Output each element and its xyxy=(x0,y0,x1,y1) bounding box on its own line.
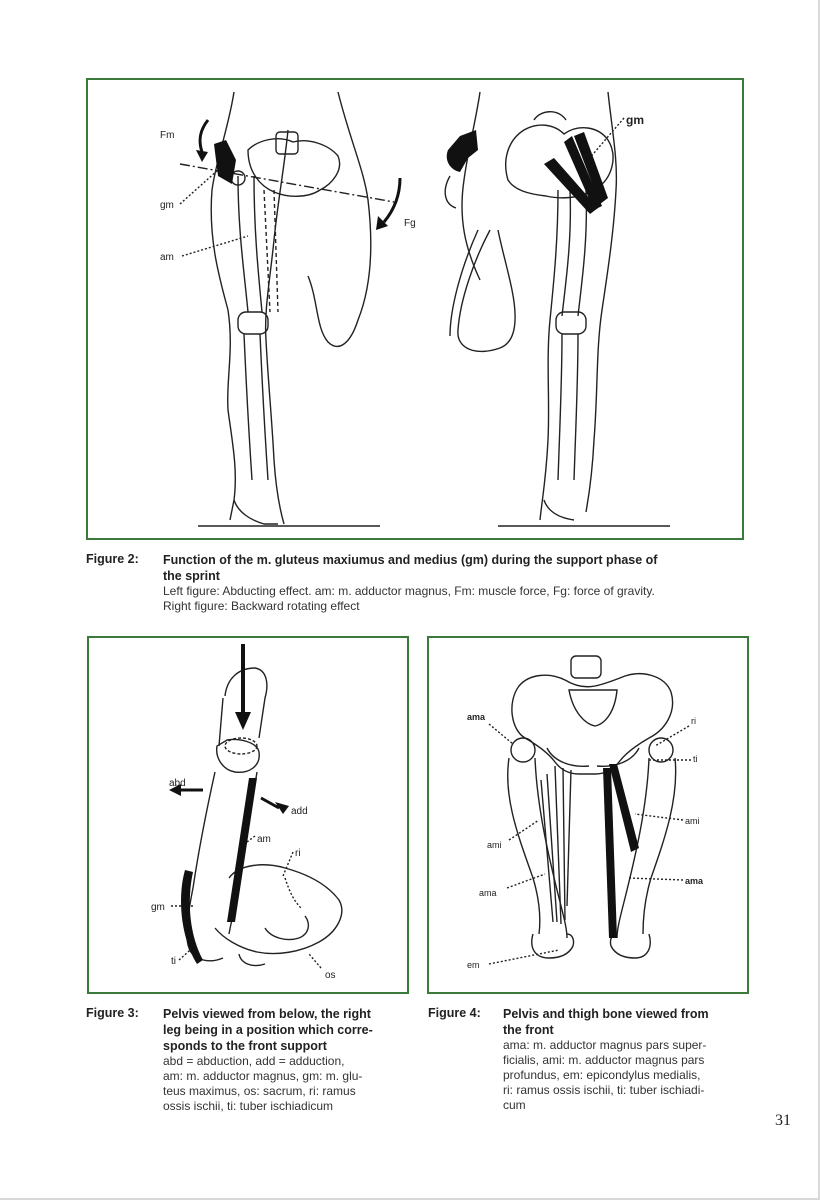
right-knee xyxy=(556,312,586,334)
figure-2-body-2: Right figure: Backward rotating effect xyxy=(163,599,753,614)
figure-4-body-3: profundus, em: epicondylus medialis, xyxy=(503,1068,753,1083)
figure-2-caption: Function of the m. gluteus maxiumus and … xyxy=(163,552,753,614)
femur-left-edge xyxy=(187,772,215,948)
swing-leg-back xyxy=(458,230,515,351)
rotation-arrow-head xyxy=(447,130,478,172)
figure-3-frame: abd add am ri gm ti os xyxy=(87,636,409,994)
figure-4-caption: Pelvis and thigh bone viewed from the fr… xyxy=(503,1006,753,1113)
figure-4-body-4: ri: ramus ossis ischii, ti: tuber ischia… xyxy=(503,1083,753,1098)
label-abd: abd xyxy=(169,778,186,789)
label-em: em xyxy=(467,960,480,970)
figure-4-frame: ama ri ti ami ami ama ama em xyxy=(427,636,749,994)
label-ami-left: ami xyxy=(487,840,502,850)
figure-2-illustration: Fm gm am Fg gm xyxy=(88,80,742,538)
right-femur-outer xyxy=(643,758,676,934)
label-ami-right: ami xyxy=(685,816,700,826)
label-ama-top: ama xyxy=(467,712,486,722)
right-leg-outline-inner xyxy=(540,190,558,520)
swing-leg-outline xyxy=(308,92,371,346)
rotation-arrow-curve xyxy=(445,176,456,208)
label-gm: gm xyxy=(151,902,165,913)
label-am: am xyxy=(257,834,271,845)
figure-2-frame: Fm gm am Fg gm xyxy=(86,78,744,540)
figure-3-illustration: abd add am ri gm ti os xyxy=(89,638,407,992)
figure-4-body-2: ficialis, ami: m. adductor magnus pars xyxy=(503,1053,753,1068)
label-ti: ti xyxy=(171,956,176,967)
figure-3-title-1: Pelvis viewed from below, the right xyxy=(163,1006,413,1022)
figure-4-illustration: ama ri ti ami ami ama ama em xyxy=(429,638,747,992)
left-gm-muscle xyxy=(214,140,236,184)
figure-3-number: Figure 3: xyxy=(86,1006,139,1020)
label-am: am xyxy=(160,252,174,263)
figure-4-title-1: Pelvis and thigh bone viewed from xyxy=(503,1006,753,1022)
figure-2-body-1: Left figure: Abducting effect. am: m. ad… xyxy=(163,584,753,599)
am-muscle xyxy=(227,778,257,922)
right-figure-torso-left xyxy=(462,92,480,280)
label-ama-left: ama xyxy=(479,888,497,898)
label-fg: Fg xyxy=(404,218,416,229)
figure-2-title-1: Function of the m. gluteus maxiumus and … xyxy=(163,552,753,568)
gm-muscle xyxy=(181,870,203,964)
left-knee xyxy=(238,312,268,334)
label-ama-right: ama xyxy=(685,876,704,886)
figure-3-title-3: sponds to the front support xyxy=(163,1038,413,1054)
label-ri: ri xyxy=(295,848,301,859)
label-ri: ri xyxy=(691,716,696,726)
force-arrow-head xyxy=(235,712,251,730)
figure-2-number: Figure 2: xyxy=(86,552,139,566)
label-fm: Fm xyxy=(160,130,174,141)
figure-3-body-2: am: m. adductor magnus, gm: m. glu- xyxy=(163,1069,413,1084)
sacrum xyxy=(569,690,617,726)
figure-4-body-1: ama: m. adductor magnus pars super- xyxy=(503,1038,753,1053)
lower-leg-top xyxy=(225,668,267,738)
figure-4-body-5: cum xyxy=(503,1098,753,1113)
left-femur-outer xyxy=(508,758,540,934)
label-gm-right: gm xyxy=(626,113,644,127)
label-ti: ti xyxy=(693,754,698,764)
figure-3-body-1: abd = abduction, add = adduction, xyxy=(163,1054,413,1069)
page-number: 31 xyxy=(775,1112,791,1130)
figure-3-body-4: ossis ischii, ti: tuber ischiadicum xyxy=(163,1099,413,1114)
figure-3-title-2: leg being in a position which corre- xyxy=(163,1022,413,1038)
ami-muscle-right xyxy=(609,764,639,852)
ama-muscle-right xyxy=(603,768,617,938)
figure-3-caption: Pelvis viewed from below, the right leg … xyxy=(163,1006,413,1114)
label-os: os xyxy=(325,970,336,981)
left-pelvis xyxy=(248,139,340,197)
knee-joint xyxy=(217,740,260,773)
figure-4-title-2: the front xyxy=(503,1022,753,1038)
figure-4-number: Figure 4: xyxy=(428,1006,481,1020)
label-gm-left: gm xyxy=(160,200,174,211)
lumbar-vertebra xyxy=(571,656,601,678)
figure-3-body-3: teus maximus, os: sacrum, ri: ramus xyxy=(163,1084,413,1099)
figure-2-title-2: the sprint xyxy=(163,568,753,584)
label-add: add xyxy=(291,806,308,817)
